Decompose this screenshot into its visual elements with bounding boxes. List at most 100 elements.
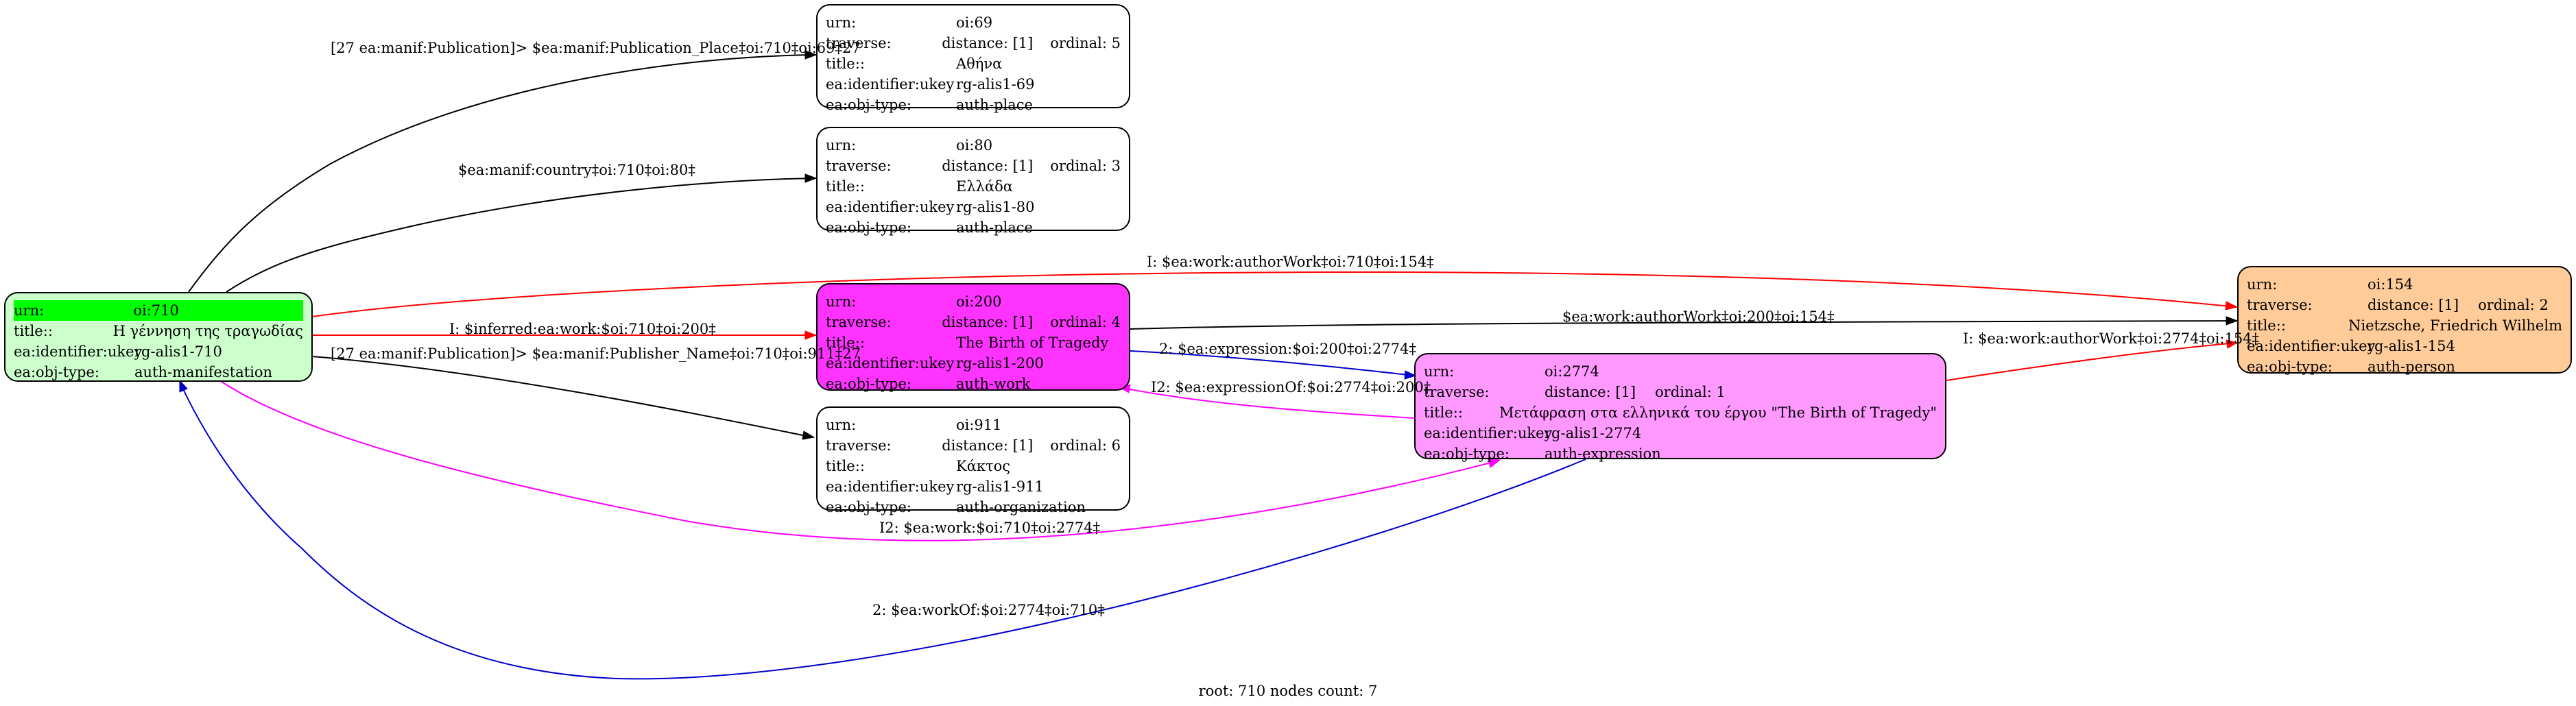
node-urn-label: urn: [1424,363,1455,380]
node-ordinal: ordinal: 6 [1050,437,1121,454]
node-urn-label: urn: [826,417,857,433]
node-traverse-label: traverse: [826,437,892,454]
edge-label-710-200: I: $inferred:ea:work:$oi:710‡oi:200‡ [449,321,716,337]
edge-710-2774 [219,380,1499,541]
node-distance: distance: [1] [942,158,1034,174]
node-ukey-value: rg-alis1-80 [956,199,1035,215]
node-traverse-row: traverse: distance: [1] ordinal: 2 [2247,295,2562,315]
node-title-label: title:: [2247,317,2286,334]
node-traverse-label: traverse: [826,314,892,330]
node-objtype-value: auth-expression [1545,446,1661,462]
node-objtype-value: auth-place [956,97,1033,113]
node-distance: distance: [1] [1545,384,1636,400]
node-title-value: Η γέννηση της τραγωδίας [112,323,303,339]
edge-2774-710 [179,381,1586,680]
node-ordinal: ordinal: 1 [1655,384,1726,400]
node-urn-label: urn: [2247,276,2278,293]
edge-2774-154 [1946,342,2238,381]
graph-footer: root: 710 nodes count: 7 [1198,683,1378,699]
node-ukey-label: ea:identifier:ukey [14,343,143,360]
edge-710-911 [311,356,813,438]
node-objtype-value: auth-person [2368,358,2455,375]
node-title-value: Κάκτος [956,458,1011,474]
edge-label-710-154: I: $ea:work:authorWork‡oi:710‡oi:154‡ [1147,254,1434,270]
node-traverse-label: traverse: [826,35,892,51]
edge-710-69-arrowhead [804,50,818,60]
node-urn-value: oi:710 [133,300,303,321]
node-ukey-label: ea:identifier:ukey [826,199,955,215]
node-objtype-label: ea:obj-type: [826,97,911,113]
node-ukey-row: ea:identifier:ukey rg-alis1-154 [2247,336,2562,356]
node-ukey-label: ea:identifier:ukey [826,76,955,93]
node-traverse-label: traverse: [1424,384,1490,400]
node-title-label: title:: [1424,404,1463,421]
node-oi-2774[interactable]: urn: oi:2774 traverse: distance: [1] ord… [1414,353,1946,462]
node-urn-row: urn: oi:154 [2247,274,2562,295]
node-traverse-row: traverse: distance: [1] ordinal: 3 [826,156,1121,176]
node-ukey-label: ea:identifier:ukey [2247,338,2376,354]
node-ukey-value: rg-alis1-200 [956,355,1044,372]
node-objtype-label: ea:obj-type: [826,219,911,236]
node-ukey-value: rg-alis1-911 [956,478,1044,495]
node-urn-label: urn: [826,137,857,154]
node-ukey-value: rg-alis1-69 [956,76,1035,93]
edge-200-154-arrowhead [2226,316,2239,326]
node-urn-row: urn: oi:2774 [1424,361,1937,382]
node-oi-69[interactable]: urn: oi:69 traverse: distance: [1] ordin… [816,4,1130,113]
node-title-row: title:: The Birth of Tragedy [826,332,1121,353]
edge-label-2774-710: 2: $ea:workOf:$oi:2774‡oi:710‡ [872,602,1105,618]
edge-2774-710-arrowhead [179,379,188,393]
node-oi-154[interactable]: urn: oi:154 traverse: distance: [1] ordi… [2237,266,2572,375]
edge-label-2774-200: I2: $ea:expressionOf:$oi:2774‡oi:200‡ [1151,379,1431,395]
node-ukey-row: ea:identifier:ukey rg-alis1-80 [826,197,1121,217]
node-objtype-value: auth-organization [956,499,1086,515]
node-title-value: Ελλάδα [956,178,1013,195]
node-title-row: title:: Ελλάδα [826,176,1121,197]
node-ukey-label: ea:identifier:ukey [826,478,955,495]
node-title-row: title:: Μετάφραση στα ελληνικά του έργου… [1424,402,1937,423]
node-urn-label: urn: [826,14,857,31]
edge-710-154-arrowhead [2225,301,2239,311]
edge-710-69 [188,54,817,293]
node-ukey-value: rg-alis1-154 [2368,338,2455,354]
node-distance: distance: [1] [942,314,1034,330]
node-oi-911[interactable]: urn: oi:911 traverse: distance: [1] ordi… [816,406,1130,515]
node-title-label: title:: [826,56,865,72]
node-ukey-row: ea:identifier:ukey rg-alis1-69 [826,74,1121,95]
node-ukey-value: rg-alis1-710 [134,343,222,360]
node-title-row: title:: Nietzsche, Friedrich Wilhelm [2247,315,2562,336]
edge-710-80-arrowhead [804,173,818,183]
node-title-value: Αθήνα [956,56,1003,72]
node-title-label: title:: [14,323,53,339]
node-title-label: title:: [826,178,865,195]
node-ukey-row: ea:identifier:ukey rg-alis1-710 [14,341,303,362]
edge-710-80 [226,178,817,293]
node-objtype-label: ea:obj-type: [826,499,911,515]
node-title-row: title:: Η γέννηση της τραγωδίας [14,321,303,341]
node-traverse-row: traverse: distance: [1] ordinal: 4 [826,312,1121,332]
node-objtype-row: ea:obj-type: auth-manifestation [14,362,303,382]
node-oi-80[interactable]: urn: oi:80 traverse: distance: [1] ordin… [816,127,1130,236]
edge-label-2774-154: I: $ea:work:authorWork‡oi:2774‡oi:154‡ [1963,330,2260,347]
node-objtype-row: ea:obj-type: auth-organization [826,497,1121,518]
node-urn-value: oi:80 [956,137,993,154]
edge-200-154 [1130,320,2238,330]
node-urn-value: oi:200 [956,293,1002,310]
node-urn-row: urn: oi:69 [826,12,1121,33]
edge-label-710-69: [27 ea:manif:Publication]> $ea:manif:Pub… [331,40,861,56]
node-urn-row: urn: oi:200 [826,291,1121,312]
node-objtype-label: ea:obj-type: [1424,446,1510,462]
node-oi-200[interactable]: urn: oi:200 traverse: distance: [1] ordi… [816,283,1130,392]
node-oi-710[interactable]: urn: oi:710 title:: Η γέννηση της τραγωδ… [4,292,313,382]
node-objtype-label: ea:obj-type: [2247,358,2333,375]
edge-710-154 [311,271,2238,317]
node-objtype-row: ea:obj-type: auth-expression [1424,443,1937,464]
node-title-label: title:: [826,334,865,351]
edge-710-200-arrowhead [804,330,818,340]
node-urn-label: urn: [826,293,857,310]
node-ordinal: ordinal: 3 [1050,158,1121,174]
edge-710-911-arrowhead [802,430,815,440]
node-ordinal: ordinal: 5 [1050,35,1121,51]
node-urn-row: urn: oi:80 [826,135,1121,156]
edge-2774-200 [1119,387,1415,419]
